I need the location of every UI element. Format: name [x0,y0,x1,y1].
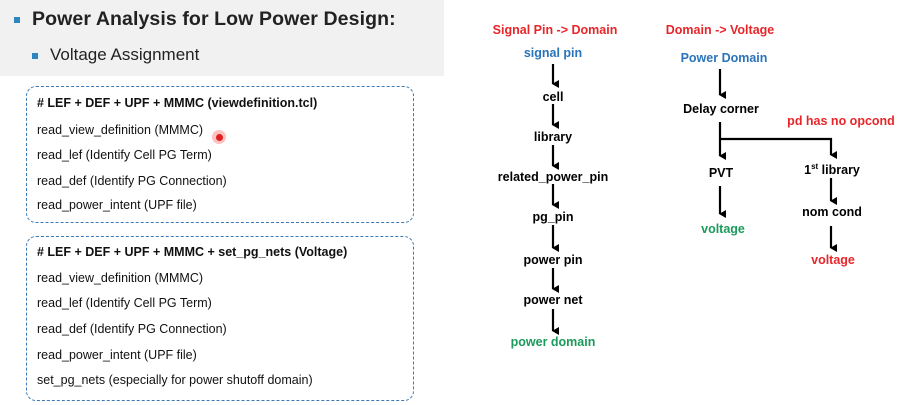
flow2-node-pvt: PVT [708,166,734,180]
page-subtitle: Voltage Assignment [50,45,200,64]
flow1-node-signal-pin: signal pin [523,46,583,60]
flow1-node-cell: cell [542,90,564,104]
flow1-node-power-domain: power domain [510,335,596,349]
flow2-node-voltage: voltage [701,222,745,236]
title-bullet-icon [14,17,20,23]
flow2-node-delay-corner: Delay corner [683,102,759,116]
box1-line: read_lef (Identify Cell PG Term) [37,148,212,162]
flow2-branch-arrow [720,137,837,159]
flow1-title: Signal Pin -> Domain [492,23,618,37]
box1-line: read_view_definition (MMMC) [37,123,204,137]
pointer-cursor-icon [212,130,226,144]
box2-heading: # LEF + DEF + UPF + MMMC + set_pg_nets (… [37,245,348,259]
box2-line: read_power_intent (UPF file) [37,348,197,362]
first-library-number: 1 [804,163,812,178]
flow2-branch-note: pd has no opcond [787,114,895,128]
box1-line: read_def (Identify PG Connection) [37,174,227,188]
code-box-set-pg-nets [26,236,414,401]
code-box-viewdefinition [26,86,414,223]
first-library-text: library [818,163,860,178]
flow2-node-first-library: 1st library [804,162,860,177]
flow1-node-pg-pin: pg_pin [532,210,574,224]
box1-line: read_power_intent (UPF file) [37,198,197,212]
box1-heading: # LEF + DEF + UPF + MMMC (viewdefinition… [37,96,318,110]
box2-line: read_lef (Identify Cell PG Term) [37,296,212,310]
flow2-node-power-domain: Power Domain [680,51,768,65]
flow1-node-power-net: power net [523,293,583,307]
box2-line: read_def (Identify PG Connection) [37,322,227,336]
flow1-node-power-pin: power pin [523,253,583,267]
page-title: Power Analysis for Low Power Design: [32,8,396,30]
flow2-node-branch-voltage: voltage [811,253,855,267]
flow1-node-related-power-pin: related_power_pin [497,170,609,184]
flow1-node-library: library [533,130,573,144]
box2-line: read_view_definition (MMMC) [37,271,204,285]
first-library-sup: st [811,162,819,171]
box2-line: set_pg_nets (especially for power shutof… [37,373,313,387]
subtitle-bullet-icon [32,53,38,59]
flow2-node-nom-cond: nom cond [802,205,862,219]
header-panel [0,0,444,76]
flow2-title: Domain -> Voltage [665,23,775,37]
